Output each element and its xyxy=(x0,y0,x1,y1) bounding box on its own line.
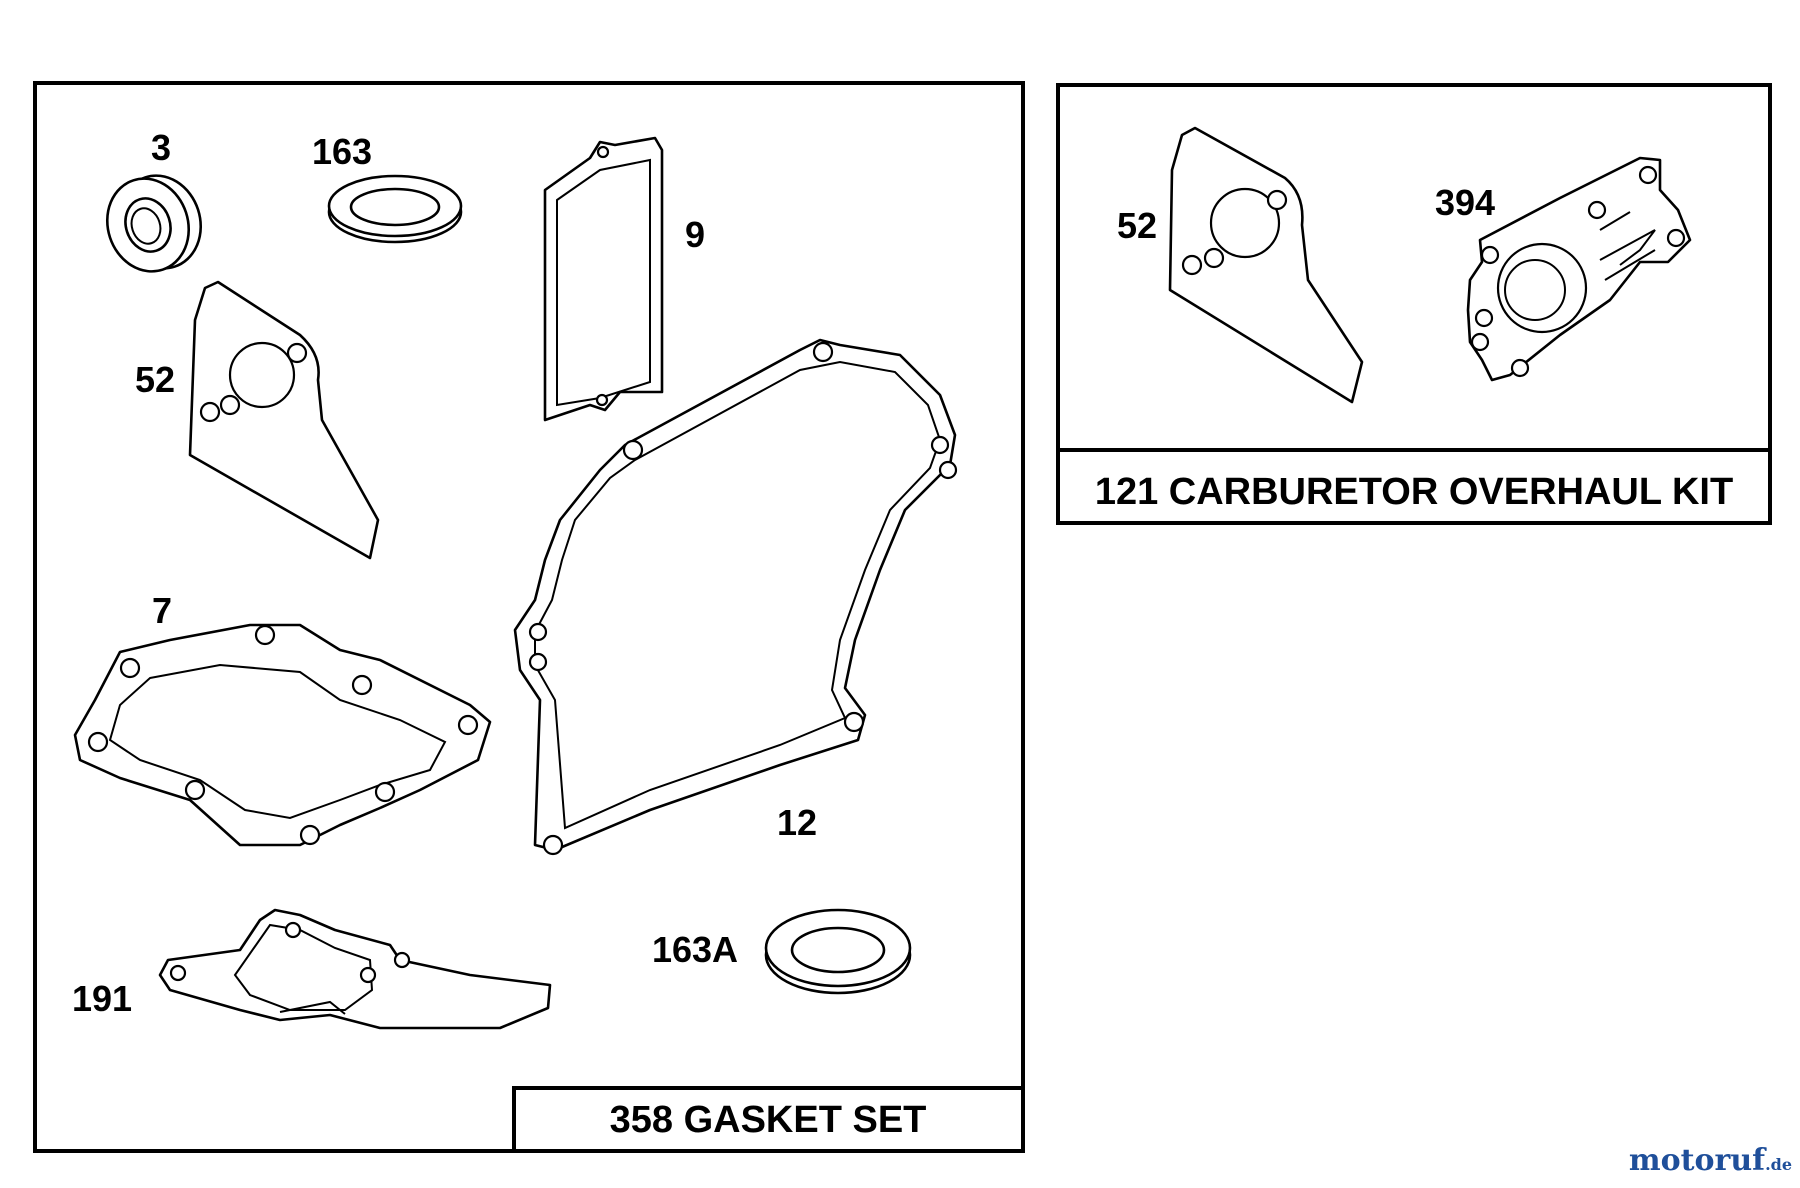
carburetor-kit-panel: 121 CARBURETOR OVERHAUL KIT 52 394 xyxy=(1056,83,1772,525)
part-label-3: 3 xyxy=(151,127,171,168)
part-7-head-gasket: 7 xyxy=(73,590,492,847)
part-191-gasket: 191 xyxy=(72,908,552,1030)
part-label-191: 191 xyxy=(72,978,132,1019)
part-label-163: 163 xyxy=(312,131,372,172)
part-label-394: 394 xyxy=(1435,182,1495,223)
part-label-163a: 163A xyxy=(652,929,738,970)
part-9-gasket: 9 xyxy=(543,136,705,422)
part-163a-washer: 163A xyxy=(652,908,912,995)
watermark-suffix: .de xyxy=(1765,1155,1792,1174)
part-label-12: 12 xyxy=(777,802,817,843)
part-52-insulator: 52 xyxy=(135,280,380,560)
part-394-gasket: 394 xyxy=(1435,156,1692,382)
part-label-52-gasket-set: 52 xyxy=(135,359,175,400)
part-3-oil-seal: 3 xyxy=(105,127,203,273)
part-52-insulator-carburetor: 52 xyxy=(1117,126,1364,404)
part-163-washer: 163 xyxy=(312,131,463,244)
part-label-52-carburetor: 52 xyxy=(1117,205,1157,246)
gasket-set-panel: 358 GASKET SET 3 163 9 52 xyxy=(33,81,1025,1153)
carburetor-kit-title: 121 CARBURETOR OVERHAUL KIT xyxy=(1095,471,1733,513)
part-label-9: 9 xyxy=(685,214,705,255)
watermark-logo: motoruf.de xyxy=(1629,1143,1792,1178)
part-12-crankcase-gasket: 12 xyxy=(513,338,958,856)
gasket-set-title-box xyxy=(512,1086,1025,1153)
gasket-set-title: 358 GASKET SET xyxy=(610,1099,927,1141)
watermark-text: motoruf xyxy=(1628,1143,1766,1178)
part-label-7: 7 xyxy=(152,590,172,631)
